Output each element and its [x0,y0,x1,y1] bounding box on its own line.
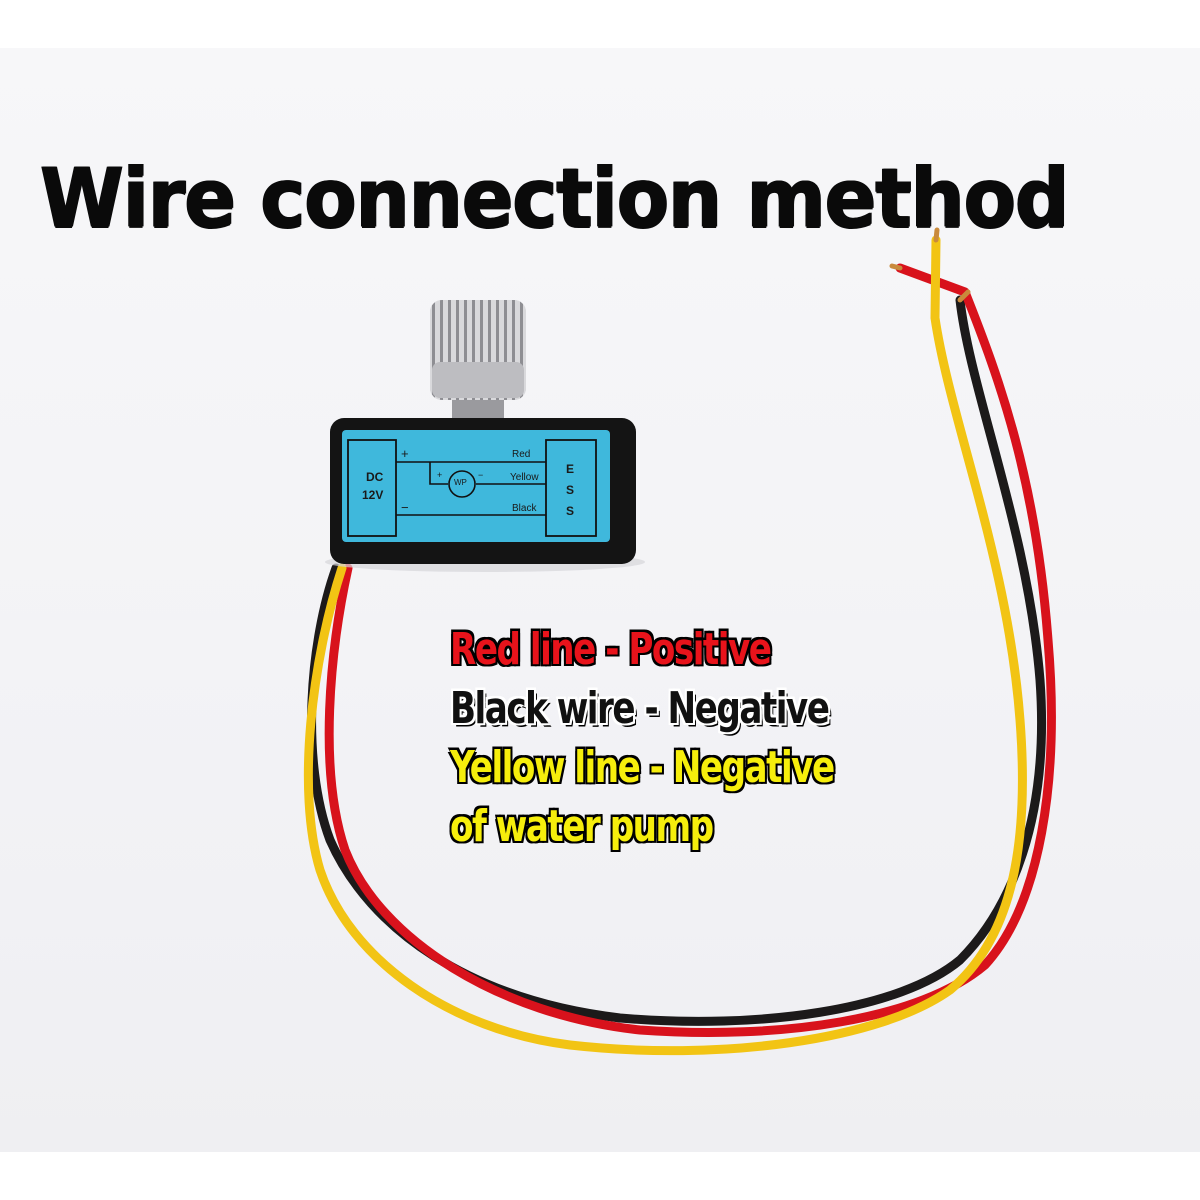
minus-sign: − [401,500,409,515]
legend-black-wire: Black wire - Negative [450,682,830,734]
water-pump-icon [448,470,476,498]
black-wire [307,295,1047,1026]
side-letter-s2: S [566,504,575,518]
pump-label: WP [454,478,467,487]
wire-red-label: Red [512,449,531,460]
legend-red-line: Red line - Positive [450,623,772,675]
pump-minus-sign: − [478,470,484,480]
power-label-voltage: 12V [362,488,384,502]
power-box [347,439,397,537]
wire-yellow-label: Yellow [510,472,539,483]
side-letter-s1: S [566,483,575,497]
legend-yellow-line: Yellow line - Negative [450,741,835,793]
label-panel [342,430,610,542]
pump-plus-sign: + [437,470,443,480]
side-letter-e: E [566,462,575,476]
yellow-wire [303,235,1027,1056]
page-title: Wire connection method [40,150,1069,247]
power-label-dc: DC [366,470,384,484]
circuit-lines [396,461,546,516]
wire-legend: Red line - Positive Black wire - Negativ… [450,620,870,856]
wire-black-label: Black [512,503,537,514]
ess-box [545,439,597,537]
legend-yellow-line-cont: of water pump [450,800,714,852]
red-wire [324,263,1056,1037]
wire-bundle [303,227,1056,1056]
knurled-knob[interactable] [430,300,526,400]
plus-sign: + [401,446,409,461]
